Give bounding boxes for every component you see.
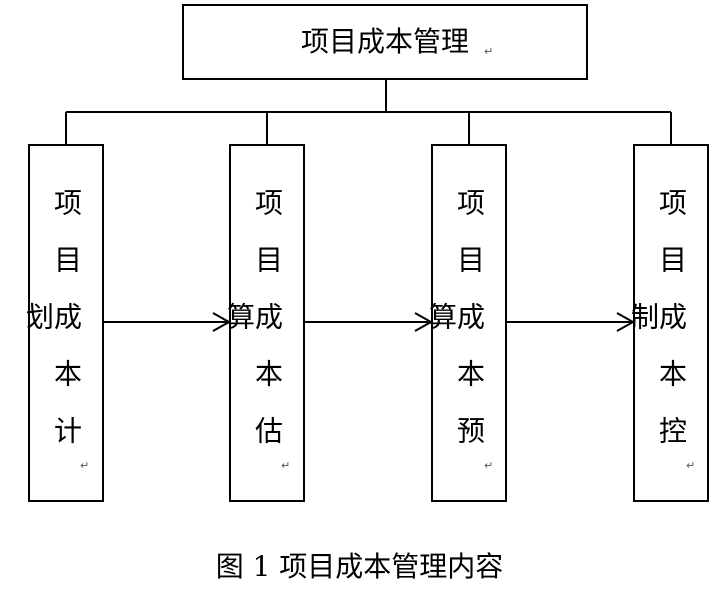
child-node-estimate: 项目成本估算 — [223, 144, 305, 502]
child-node-budget: 项目成本预算 — [425, 144, 507, 502]
child-node-plan-label: 项目成本计划 — [22, 187, 83, 473]
paragraph-mark-icon: ↵ — [80, 459, 90, 472]
root-node-label: 项目成本管理 — [300, 25, 469, 58]
child-node-control: 项目成本控制 — [627, 144, 709, 502]
arrow-1-to-2 — [104, 312, 232, 332]
root-node: 项目成本管理 — [182, 4, 588, 80]
paragraph-mark-icon: ↵ — [484, 45, 494, 58]
arrow-3-to-4 — [507, 312, 636, 332]
paragraph-mark-icon: ↵ — [484, 459, 494, 472]
child-node-budget-label: 项目成本预算 — [425, 187, 486, 473]
child-node-plan: 项目成本计划 — [22, 144, 104, 502]
child-node-control-label: 项目成本控制 — [627, 187, 688, 473]
paragraph-mark-icon: ↵ — [686, 459, 696, 472]
figure-caption: 图 1 项目成本管理内容 — [215, 550, 504, 583]
child-node-estimate-label: 项目成本估算 — [223, 187, 284, 473]
arrow-2-to-3 — [305, 312, 434, 332]
paragraph-mark-icon: ↵ — [281, 459, 291, 472]
